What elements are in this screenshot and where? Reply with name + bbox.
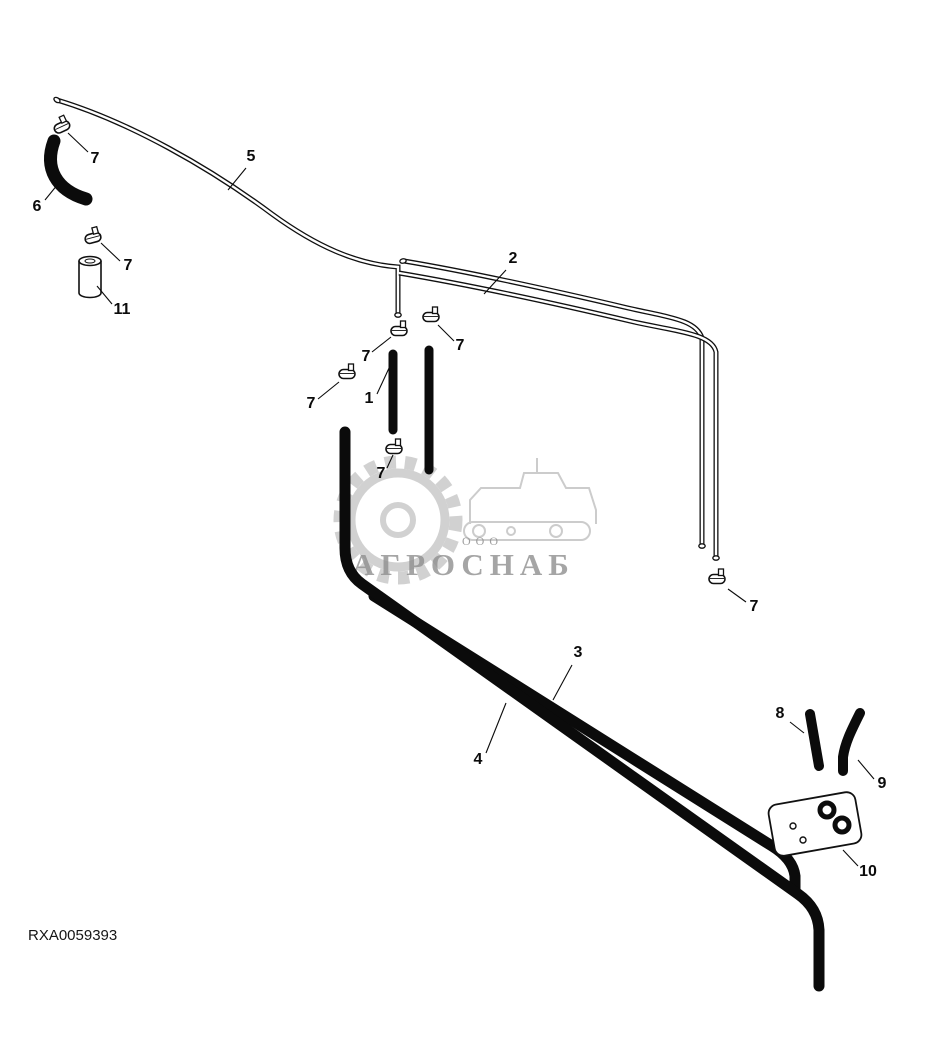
hose-clamp-icon — [390, 320, 408, 337]
tube-end-cap — [394, 312, 402, 318]
callout-7: 7 — [124, 257, 133, 274]
callout-7: 7 — [307, 395, 316, 412]
watermark-company-text: АГРОСНАБ — [352, 547, 575, 582]
tube-2-pair — [398, 258, 719, 557]
part-11-coupler — [78, 255, 102, 299]
callout-4: 4 — [474, 751, 483, 768]
tube-8 — [805, 709, 824, 771]
hose-clamp-icon — [385, 438, 403, 455]
hose-clamp-icon — [49, 113, 72, 136]
plate-bolt-hole — [789, 822, 797, 830]
watermark-logo: ООО АГРОСНАБ — [333, 455, 597, 585]
callout-6: 6 — [33, 198, 42, 215]
plate-port-left — [817, 800, 837, 820]
hose-clamp-icon — [81, 225, 103, 246]
callout-7: 7 — [91, 150, 100, 167]
tube-end-cap — [53, 96, 61, 104]
callout-5: 5 — [247, 148, 256, 165]
tube-9 — [838, 708, 865, 776]
tractor-icon — [463, 458, 597, 541]
plate-10 — [767, 791, 863, 857]
leader-lines — [44, 132, 875, 867]
tube-3 — [368, 590, 801, 896]
hose-clamp-icon — [422, 306, 440, 323]
watermark-ooo-text: ООО — [462, 534, 503, 548]
tube-end-cap — [712, 555, 720, 561]
hose-6 — [44, 134, 93, 206]
callout-7: 7 — [750, 598, 759, 615]
callout-1: 1 — [365, 390, 374, 407]
callout-8: 8 — [776, 705, 785, 722]
callout-3: 3 — [574, 644, 583, 661]
callout-11: 11 — [114, 301, 131, 318]
callout-7: 7 — [456, 337, 465, 354]
callout-10: 10 — [859, 863, 877, 880]
tube-4 — [339, 426, 825, 992]
tube-end-cap — [399, 258, 407, 264]
plate-port-right — [832, 815, 852, 835]
hose-clamp-icon — [338, 363, 356, 380]
callout-2: 2 — [509, 250, 518, 267]
tube-end-cap — [698, 543, 706, 549]
tube-5 — [56, 97, 401, 314]
callout-9: 9 — [878, 775, 887, 792]
hose-clamp-icon — [708, 568, 726, 585]
plate-bolt-hole — [799, 836, 807, 844]
callout-labels: 7 6 5 7 11 2 7 7 7 1 7 7 3 4 8 9 10 — [33, 148, 887, 880]
callout-7: 7 — [377, 465, 386, 482]
figure-code: RXA0059393 — [28, 927, 117, 944]
callout-7: 7 — [362, 348, 371, 365]
